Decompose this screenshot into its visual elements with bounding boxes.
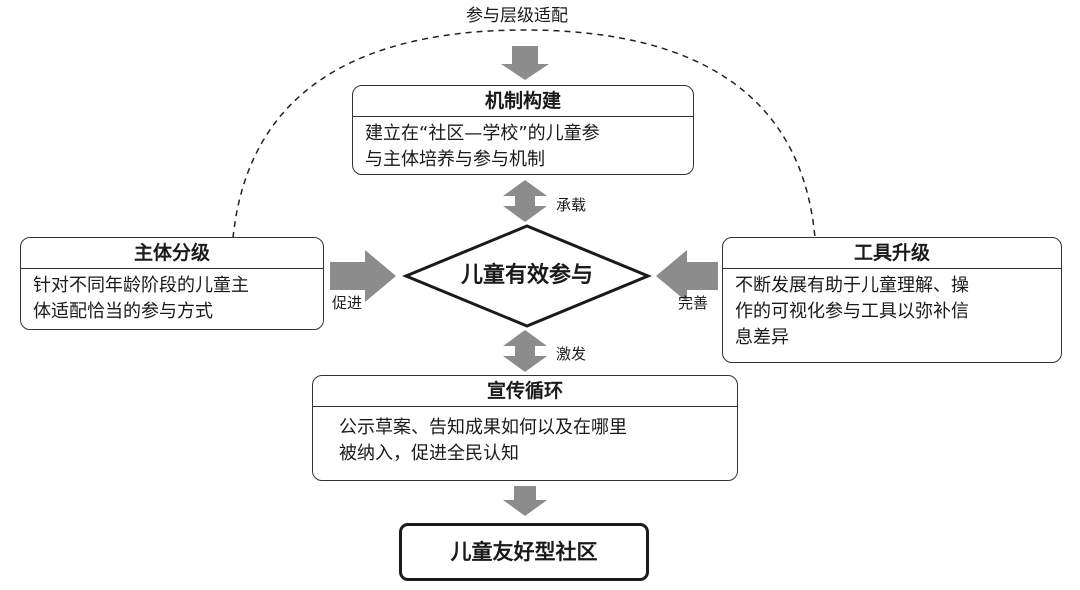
tools-box: 工具升级 不断发展有助于儿童理解、操 作的可视化参与工具以弥补信 息差异 xyxy=(722,237,1062,363)
publicity-body: 公示草案、告知成果如何以及在哪里 被纳入，促进全民认知 xyxy=(313,407,737,473)
label-improve: 完善 xyxy=(678,294,709,312)
top-down-arrow xyxy=(501,46,549,80)
right-left-arrow xyxy=(656,250,718,302)
subject-line-1: 针对不同年龄阶段的儿童主 xyxy=(33,275,249,296)
label-carry: 承载 xyxy=(556,196,587,214)
dashed-arc xyxy=(232,29,816,239)
double-arrow-top xyxy=(503,180,547,222)
tools-title: 工具升级 xyxy=(723,238,1061,269)
center-label: 儿童有效参与 xyxy=(460,263,593,288)
publicity-title: 宣传循环 xyxy=(313,376,737,407)
mechanism-title: 机制构建 xyxy=(353,86,693,117)
center-diamond xyxy=(402,224,652,328)
mechanism-line-2: 与主体培养与参与机制 xyxy=(365,149,545,170)
mechanism-line-1: 建立在“社区—学校”的儿童参 xyxy=(365,123,600,144)
publicity-box: 宣传循环 公示草案、告知成果如何以及在哪里 被纳入，促进全民认知 xyxy=(312,375,738,481)
tools-line-1: 不断发展有助于儿童理解、操 xyxy=(735,275,969,296)
subject-body: 针对不同年龄阶段的儿童主 体适配恰当的参与方式 xyxy=(21,269,323,331)
tools-body: 不断发展有助于儿童理解、操 作的可视化参与工具以弥补信 息差异 xyxy=(723,269,1061,357)
mechanism-body: 建立在“社区—学校”的儿童参 与主体培养与参与机制 xyxy=(353,117,693,179)
final-box: 儿童友好型社区 xyxy=(399,523,649,581)
subject-title: 主体分级 xyxy=(21,238,323,269)
mechanism-box: 机制构建 建立在“社区—学校”的儿童参 与主体培养与参与机制 xyxy=(352,85,694,175)
label-promote: 促进 xyxy=(332,294,363,312)
subject-line-2: 体适配恰当的参与方式 xyxy=(33,301,213,322)
publicity-line-1: 公示草案、告知成果如何以及在哪里 xyxy=(339,417,627,438)
left-right-arrow xyxy=(330,250,396,302)
tools-line-2: 作的可视化参与工具以弥补信 xyxy=(735,301,969,322)
bottom-down-arrow xyxy=(503,486,547,516)
label-inspire: 激发 xyxy=(556,345,587,363)
top-label: 参与层级适配 xyxy=(466,6,568,26)
double-arrow-bottom xyxy=(503,330,547,372)
publicity-line-2: 被纳入，促进全民认知 xyxy=(339,443,519,464)
tools-line-3: 息差异 xyxy=(735,327,789,348)
subject-box: 主体分级 针对不同年龄阶段的儿童主 体适配恰当的参与方式 xyxy=(20,237,324,330)
